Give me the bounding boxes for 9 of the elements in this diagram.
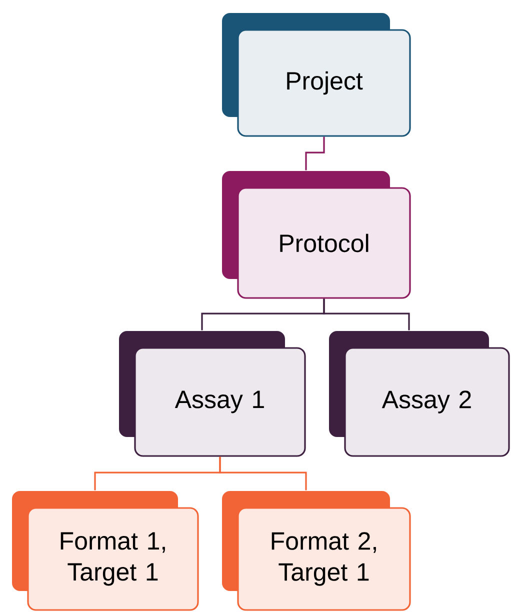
process-box: Project [222,13,411,137]
process-box: Assay 2 [329,331,510,457]
process-box: Protocol [222,171,411,299]
process-box: Assay 1 [119,331,306,457]
connector-line [305,136,325,170]
process-box: Format 1, Target 1 [12,491,199,611]
connector-line [219,456,307,490]
connector-line [323,298,410,330]
process-box: Format 2, Target 1 [222,491,411,611]
